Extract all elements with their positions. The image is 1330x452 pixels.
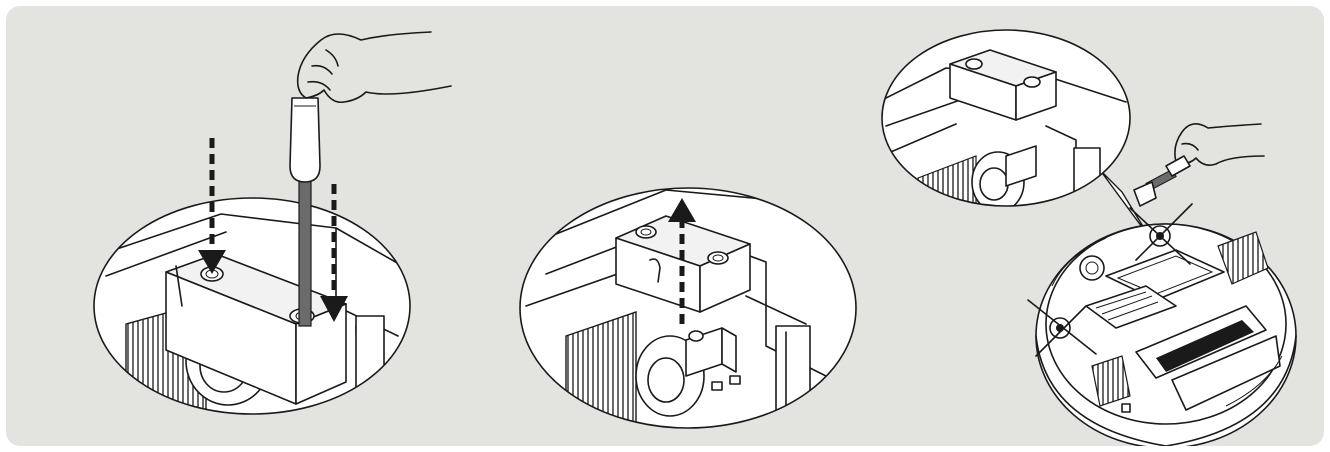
instruction-panel <box>6 6 1324 446</box>
instruction-illustration <box>6 6 1324 446</box>
